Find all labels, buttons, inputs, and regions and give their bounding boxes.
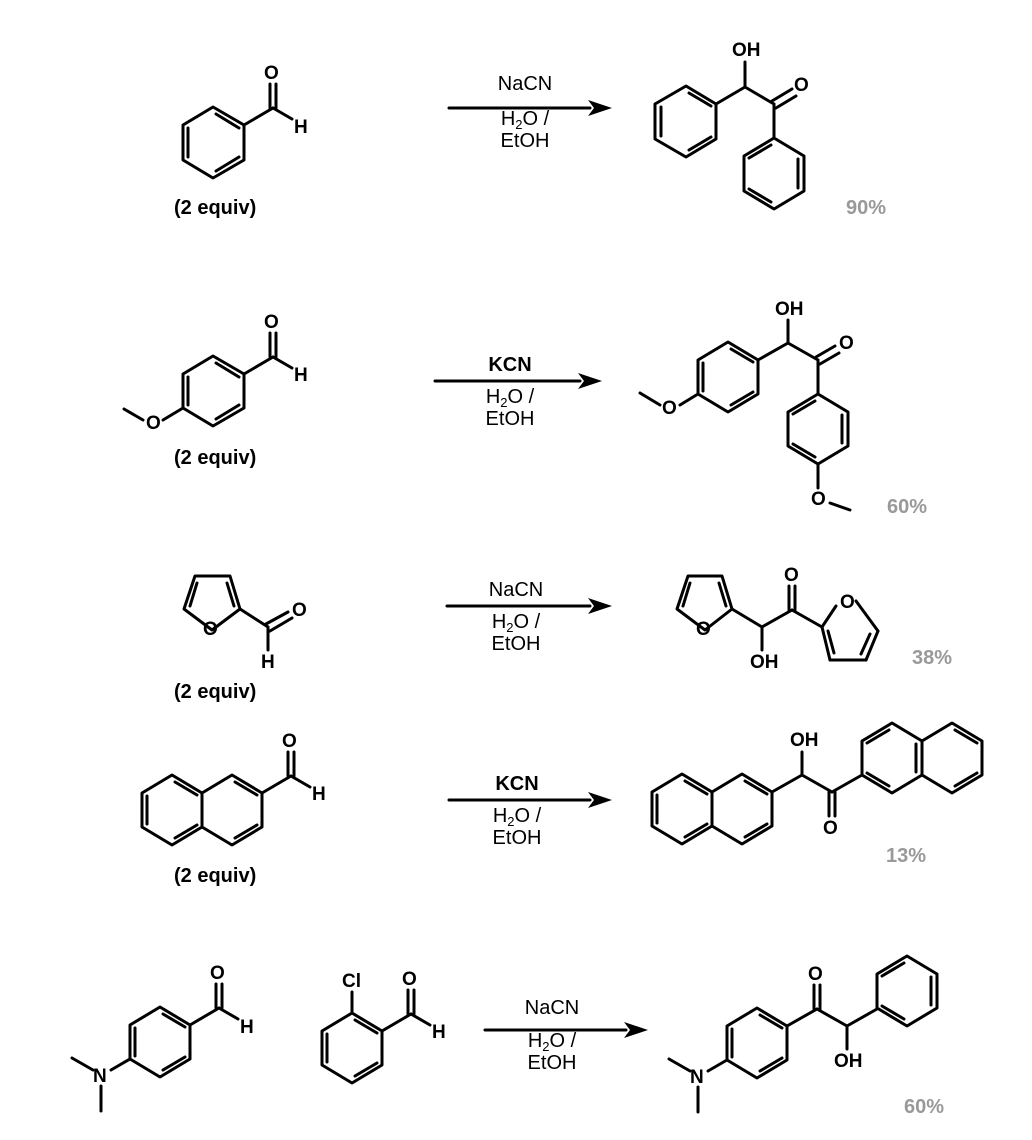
naphthoin-structure [650, 721, 984, 846]
solvent-h: H [485, 386, 501, 408]
solvent-etoh: EtOH [500, 130, 550, 152]
atom-o-label: O [146, 413, 161, 434]
conditions-5: NaCN H2O / EtOH [497, 998, 607, 1074]
atom-oh-label: OH [775, 299, 804, 320]
atom-oh-label: OH [790, 730, 819, 751]
solvent-etoh: EtOH [485, 408, 535, 430]
solvent-label: H2O / EtOH [461, 611, 571, 655]
solvent-h: H [492, 805, 508, 827]
solvent-etoh: EtOH [492, 827, 542, 849]
atom-o-label: O [808, 964, 823, 985]
solvent-o: O / [513, 611, 541, 633]
solvent-label: H2O / EtOH [497, 1030, 607, 1074]
solvent-h: H [491, 611, 507, 633]
conditions-2: KCN H2O / EtOH [455, 355, 565, 430]
atom-o-label: O [264, 63, 279, 84]
atom-h-label: H [312, 784, 326, 805]
solvent-label: H2O / EtOH [470, 108, 580, 152]
reagent-label: NaCN [497, 73, 553, 95]
yield-label-3: 38% [912, 647, 953, 669]
reaction-arrow-1 [447, 100, 612, 116]
solvent-o: O / [522, 108, 550, 130]
atom-o-label: O [264, 312, 279, 333]
atom-h-label: H [240, 1017, 254, 1038]
atom-oh-label: OH [834, 1051, 863, 1072]
reagent-label: KCN [495, 773, 539, 795]
conditions-4: KCN H2O / EtOH [462, 774, 572, 849]
chlorobenzaldehyde-structure [320, 988, 432, 1085]
atom-o-label: O [794, 75, 809, 96]
solvent-h: H [500, 108, 516, 130]
atom-h-label: H [294, 117, 308, 138]
atom-h-label: H [294, 365, 308, 386]
equiv-label-4: (2 equiv) [174, 865, 257, 887]
solvent-o: O / [549, 1030, 577, 1052]
atom-o-label: O [282, 731, 297, 752]
anisaldehyde-structure [122, 331, 294, 428]
yield-label-5: 60% [904, 1096, 945, 1118]
reaction-arrow-2 [433, 373, 602, 389]
solvent-subscript: 2 [515, 117, 523, 132]
solvent-etoh: EtOH [527, 1052, 577, 1074]
atom-cl-label: Cl [342, 971, 361, 992]
atom-o-label: O [784, 565, 799, 586]
solvent-subscript: 2 [542, 1039, 550, 1054]
solvent-label: H2O / EtOH [462, 805, 572, 849]
furoin-structure [675, 574, 880, 662]
atom-o-label: O [292, 600, 307, 621]
naphthaldehyde-structure [140, 750, 312, 847]
yield-label-4: 13% [886, 845, 927, 867]
solvent-o: O / [514, 805, 542, 827]
benzaldehyde-structure [181, 82, 294, 180]
solvent-subscript: 2 [500, 395, 508, 410]
reagent-label: NaCN [524, 997, 580, 1019]
atom-o-label: O [839, 333, 854, 354]
atom-o-label: O [402, 969, 417, 990]
conditions-1: NaCN H2O / EtOH [470, 74, 580, 152]
atom-o-label: O [840, 592, 855, 613]
yield-label-2: 60% [887, 496, 928, 518]
atom-oh-label: OH [732, 40, 761, 61]
atom-o-label: O [811, 489, 826, 510]
reagent-label: NaCN [488, 579, 544, 601]
solvent-h: H [527, 1030, 543, 1052]
reaction-arrow-3 [445, 598, 612, 614]
atom-o-label: O [210, 963, 225, 984]
anisoin-structure [638, 318, 852, 512]
atom-h-label: H [432, 1022, 446, 1043]
atom-n-label: N [690, 1067, 704, 1088]
crossed-benzoin-structure [667, 954, 939, 1114]
reagent-label: KCN [488, 354, 532, 376]
atom-o-label: O [662, 398, 677, 419]
conditions-3: NaCN H2O / EtOH [461, 580, 571, 655]
atom-o-label: O [823, 818, 838, 839]
equiv-label-1: (2 equiv) [174, 197, 257, 219]
atom-h-label: H [261, 652, 275, 673]
furfural-structure [182, 574, 294, 652]
reaction-arrow-5 [483, 1022, 648, 1038]
atom-oh-label: OH [750, 652, 779, 673]
atom-n-label: N [93, 1066, 107, 1087]
yield-label-1: 90% [846, 197, 887, 219]
reaction-arrow-4 [447, 792, 612, 808]
solvent-o: O / [507, 386, 535, 408]
solvent-etoh: EtOH [491, 633, 541, 655]
dimethylaminobenzaldehyde-structure [70, 982, 240, 1113]
equiv-label-2: (2 equiv) [174, 447, 257, 469]
solvent-subscript: 2 [507, 814, 515, 829]
solvent-label: H2O / EtOH [455, 386, 565, 430]
solvent-subscript: 2 [506, 620, 514, 635]
atom-o-label: O [203, 619, 218, 640]
benzoin-structure [653, 60, 806, 211]
equiv-label-3: (2 equiv) [174, 681, 257, 703]
atom-o-label: O [696, 619, 711, 640]
